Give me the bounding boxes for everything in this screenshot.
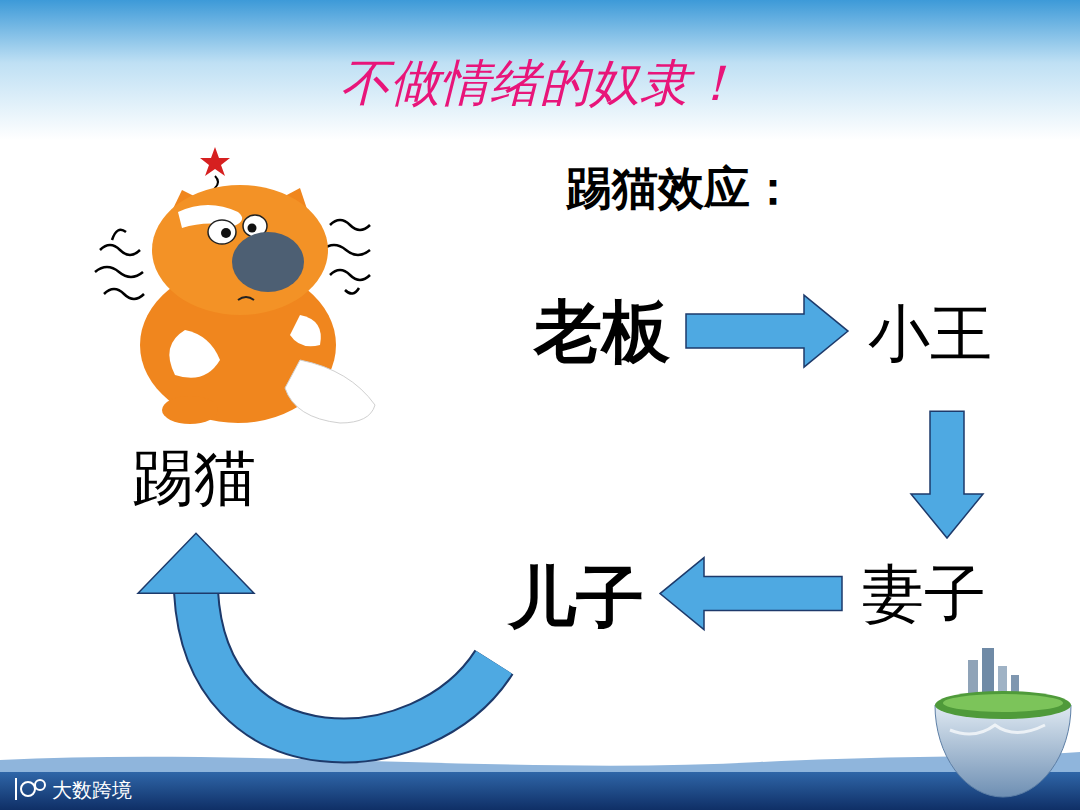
block-arrow [911, 411, 983, 538]
flow-arrow [911, 411, 983, 538]
heading-label: 踢猫效应： [566, 158, 796, 220]
flow-node: 儿子 [502, 554, 650, 640]
node-text: 小王 [868, 298, 992, 369]
watermark-text: 大数跨境 [52, 777, 132, 804]
flow-node: 踢猫 [126, 438, 262, 517]
curved-arrow-band [196, 591, 494, 740]
watermark-logo [16, 778, 45, 800]
flow-arrow [138, 533, 494, 740]
flow-node: 妻子 [856, 554, 992, 633]
curved-arrow-band [196, 591, 494, 740]
node-text: 老板 [534, 292, 670, 370]
flow-node: 小王 [862, 294, 998, 373]
block-arrow [660, 558, 842, 630]
globe-illustration [935, 648, 1071, 797]
node-text: 儿子 [508, 558, 644, 636]
node-text: 妻子 [862, 558, 986, 629]
flow-node: 老板 [528, 288, 676, 374]
block-arrow [686, 295, 848, 367]
node-text: 踢猫 [132, 442, 256, 513]
arrow-head [138, 533, 254, 593]
flow-arrow [686, 295, 848, 367]
slide-title: 不做情绪的奴隶！ [0, 50, 1080, 117]
flow-arrow [660, 558, 842, 630]
cat-illustration [95, 147, 375, 424]
